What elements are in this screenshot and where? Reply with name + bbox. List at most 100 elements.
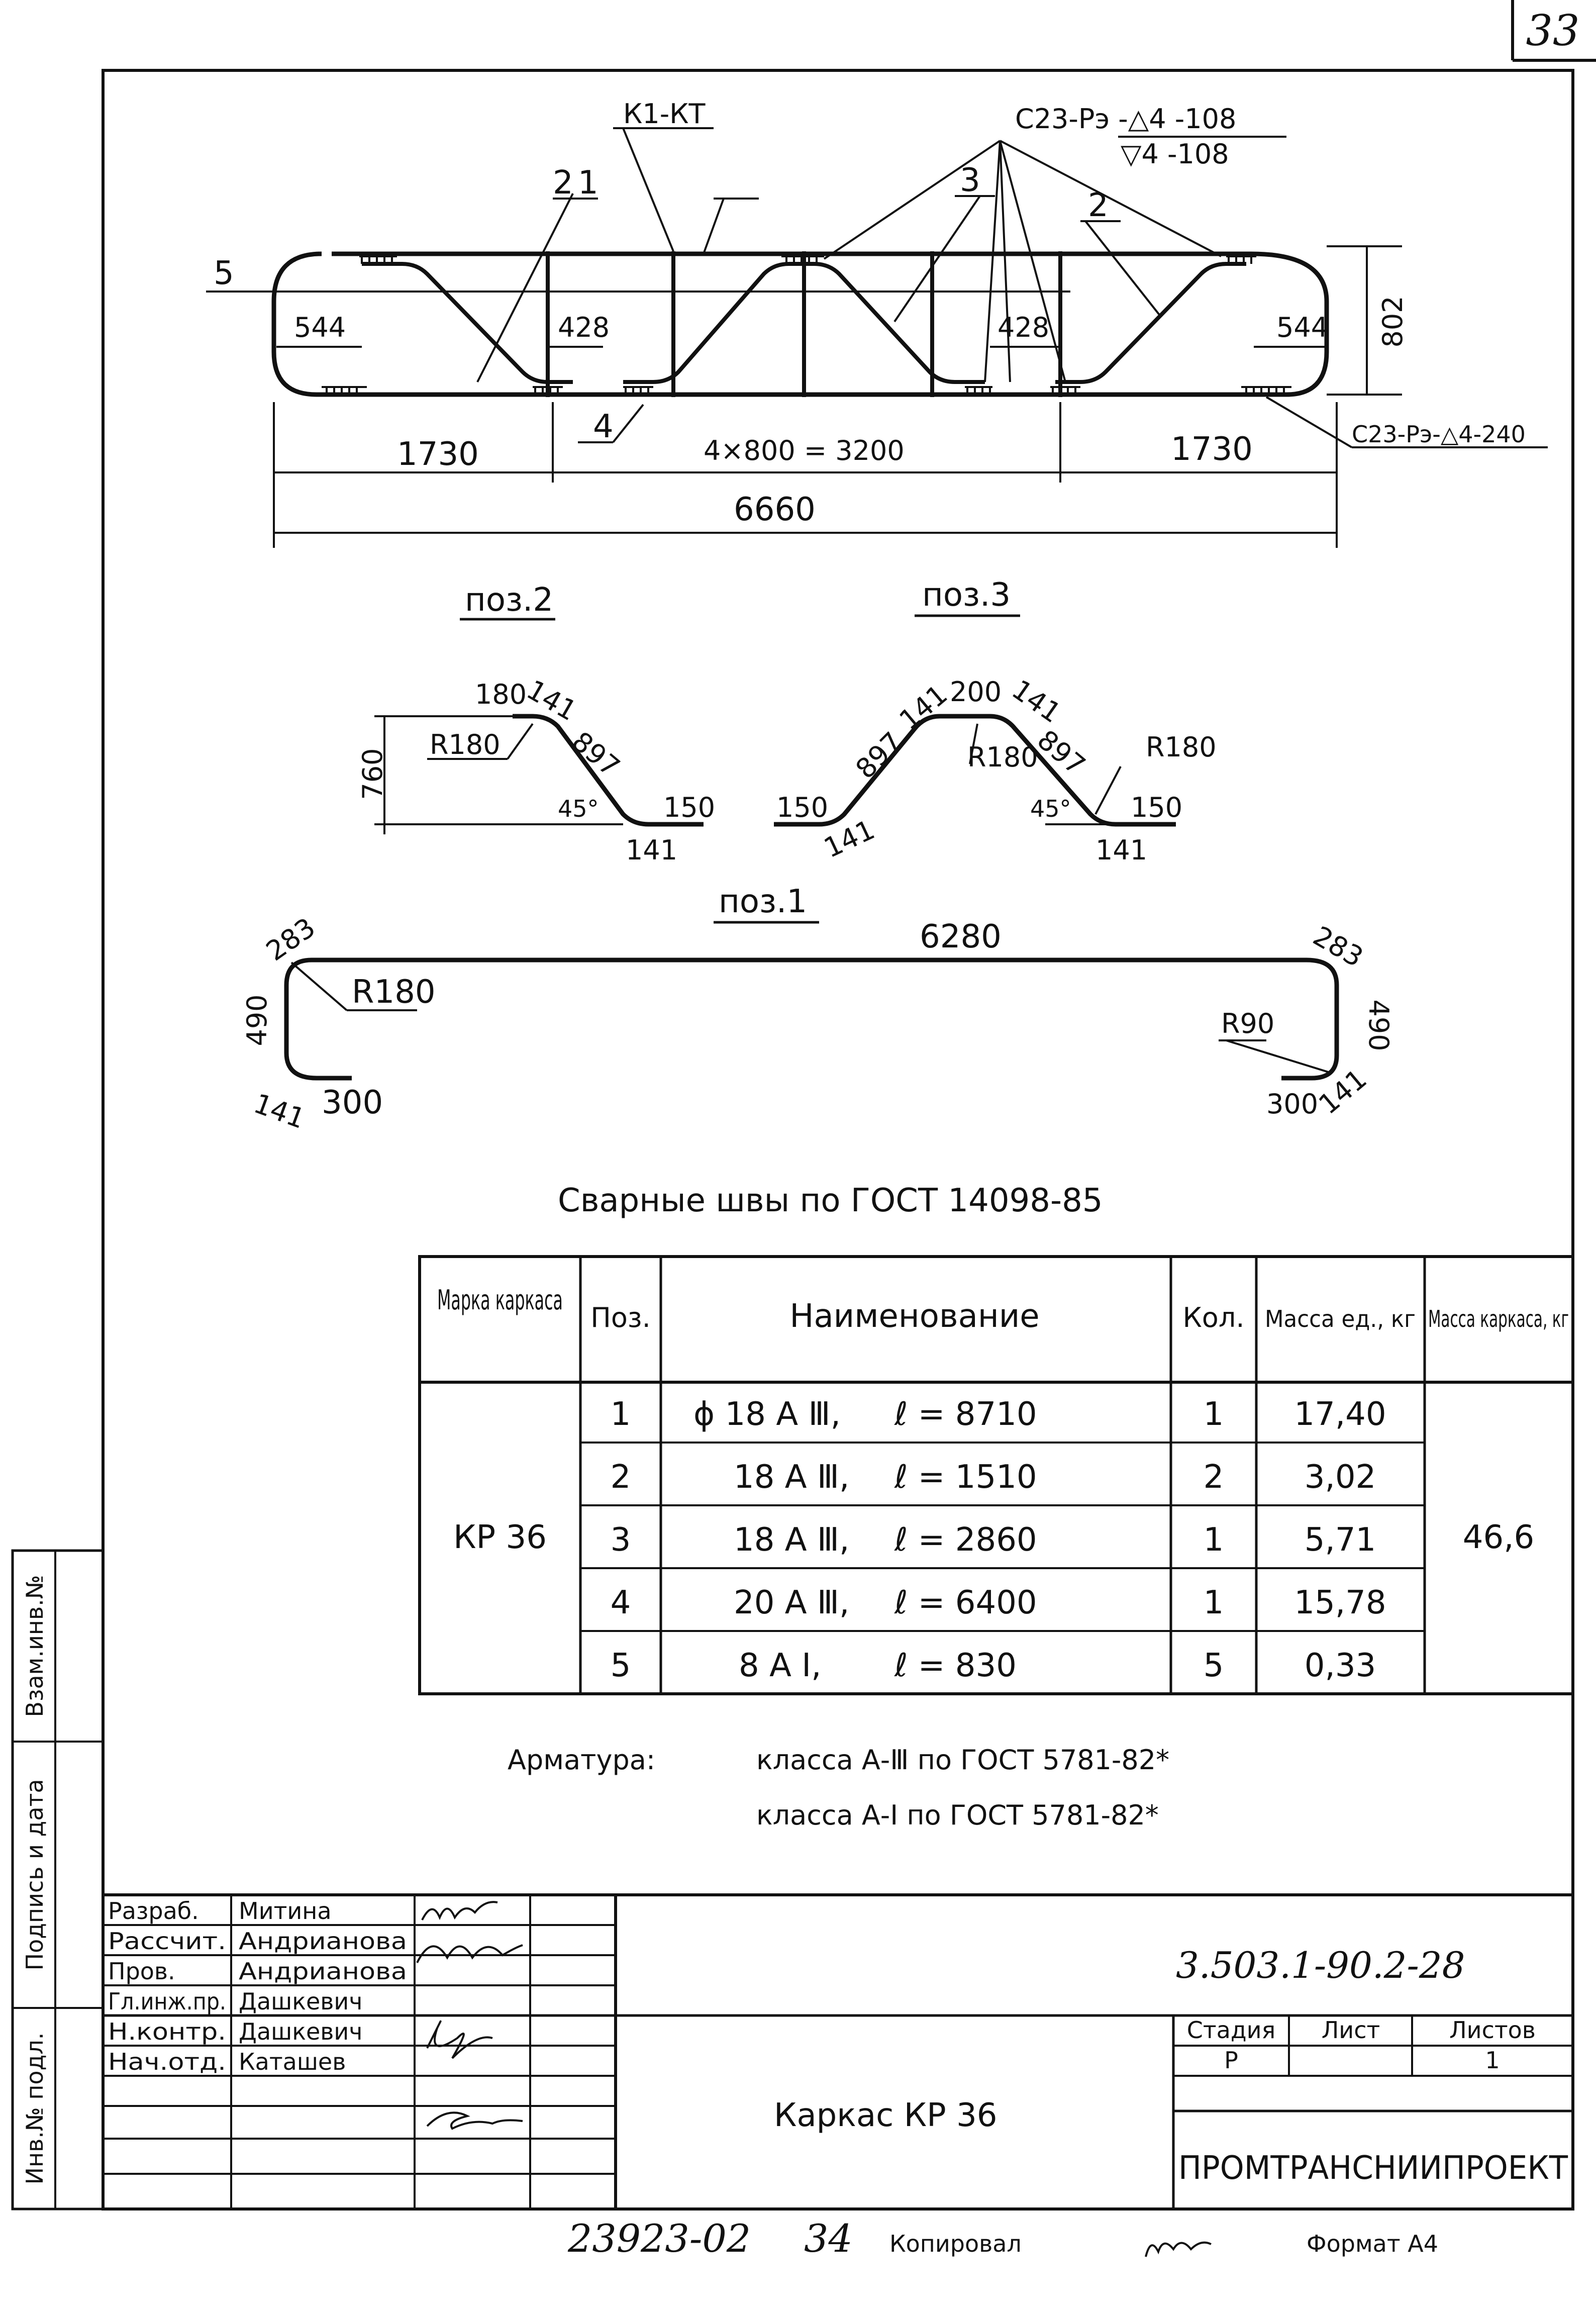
armature-label: Арматура: [508, 1744, 655, 1776]
footer-copied: Копировал [889, 2230, 1022, 2257]
pos3-title: поз.3 [922, 576, 1011, 614]
th-name: Наименование [789, 1298, 1039, 1335]
label-pos5: 5 [214, 255, 234, 292]
role-name: Каташев [239, 2048, 346, 2075]
role-name: Дашкевич [239, 1988, 363, 2015]
row-name: ϕ 18 А Ⅲ, [693, 1396, 841, 1433]
drawing-title: Каркас КР 36 [774, 2097, 997, 2134]
title-block-text: Разраб. Митина Рассчит. Андрианова Пров.… [108, 1897, 1568, 2187]
pos3-dim-141-right: 141 [1006, 674, 1067, 729]
signatures [416, 1901, 523, 2130]
armature-note: Арматура: класса А-Ⅲ по ГОСТ 5781-82* кл… [508, 1744, 1169, 1831]
row-length: ℓ = 1510 [894, 1459, 1037, 1496]
row-name: 18 А Ⅲ, [734, 1521, 849, 1559]
role-label: Разраб. [108, 1897, 199, 1925]
stamp-signature-date: Подпись и дата [21, 1779, 48, 1970]
row-length: ℓ = 6400 [894, 1584, 1037, 1621]
role-label: Пров. [108, 1958, 175, 1985]
pos1-dim-141-right: 141 [1313, 1063, 1372, 1121]
footer-inv: 23923-02 [567, 2216, 751, 2261]
label-k1: К1-КТ [623, 98, 706, 130]
sheets-header: Листов [1449, 2016, 1536, 2044]
sheets-value: 1 [1485, 2047, 1500, 2074]
doc-code: 3.503.1-90.2-28 [1176, 1944, 1465, 1986]
dim-428-left: 428 [558, 312, 610, 343]
row-length: ℓ = 2860 [894, 1521, 1037, 1559]
pos1-dim-490-left: 490 [241, 994, 273, 1046]
role-name: Андрианова [239, 1928, 407, 1955]
signature-1 [421, 1901, 498, 1920]
main-cage-drawing [206, 127, 1548, 548]
th-unit-mass: Масса ед., кг [1265, 1305, 1416, 1332]
pos3-dim-150-right: 150 [1131, 792, 1182, 823]
pos3-detail: поз.3 897 141 200 141 897 R180 R180 150 … [774, 576, 1217, 866]
pos2-detail: поз.2 180 141 897 R180 760 45° 150 141 [357, 582, 715, 866]
dim-428-right: 428 [997, 312, 1049, 343]
sheet-number: 33 [1526, 6, 1580, 55]
footer-num: 34 [804, 2216, 853, 2261]
row-pos: 1 [611, 1396, 631, 1433]
footer-format: Формат А4 [1307, 2230, 1438, 2257]
stamp-original-inv: Инв.№ подл. [21, 2033, 48, 2185]
signature-4 [426, 2111, 523, 2130]
pos3-dim-897-right: 897 [1031, 724, 1091, 782]
spec-table-text: Марка каркаса Поз. Наименование Кол. Мас… [437, 1284, 1569, 1684]
th-qty: Кол. [1182, 1302, 1244, 1333]
pos2-angle: 45° [558, 795, 599, 822]
row-name: 20 А Ⅲ, [734, 1584, 849, 1621]
dim-1730-right: 1730 [1171, 431, 1253, 468]
label-pos2-right: 2 [1088, 187, 1109, 224]
role-label: Н.контр. [108, 2018, 226, 2045]
pos2-r180: R180 [430, 729, 501, 760]
main-cage-labels: К1-КТ С23-Рэ -△4 -108 ▽4 -108 С23-Рэ-△4-… [214, 98, 1526, 528]
pos1-r180: R180 [352, 974, 436, 1011]
pos2-dim-897: 897 [566, 725, 626, 783]
pos3-angle: 45° [1030, 795, 1071, 822]
role-label: Рассчит. [108, 1928, 226, 1955]
pos3-dim-141-left: 141 [893, 679, 953, 736]
stage-value: Р [1224, 2047, 1238, 2074]
role-label: Нач.отд. [108, 2048, 226, 2075]
row-qty: 1 [1204, 1396, 1224, 1433]
label-pos1: 1 [578, 164, 598, 202]
dim-802: 802 [1377, 296, 1409, 347]
label-weld-top-1: С23-Рэ -△4 -108 [1015, 103, 1236, 135]
dim-544-right: 544 [1276, 312, 1328, 343]
row-name: 8 А Ⅰ, [739, 1647, 821, 1684]
sheet-header: Лист [1322, 2016, 1380, 2044]
pos1-dim-300-right: 300 [1266, 1088, 1318, 1120]
label-pos2-left: 2 [553, 164, 573, 202]
label-pos3: 3 [960, 162, 980, 199]
pos3-r180-b: R180 [1146, 731, 1217, 763]
pos1-title: поз.1 [719, 883, 807, 920]
organization: ПРОМТРАНСНИИПРОЕКТ [1178, 2150, 1568, 2187]
pos3-dim-150-left: 150 [776, 792, 828, 823]
frame [102, 69, 1574, 2211]
pos3-dim-897-left: 897 [850, 726, 909, 785]
dim-1730-left: 1730 [397, 436, 479, 473]
row-pos: 3 [611, 1521, 631, 1559]
stage-header: Стадия [1187, 2016, 1275, 2044]
pos3-dim-200: 200 [950, 676, 1002, 708]
left-stamp: Взам.инв.№ Подпись и дата Инв.№ подл. [11, 1549, 105, 2211]
row-mass: 17,40 [1294, 1396, 1386, 1433]
role-name: Дашкевич [239, 2018, 363, 2045]
dim-6660: 6660 [734, 491, 816, 528]
spec-table [418, 1255, 1574, 1695]
table-total-mass: 46,6 [1463, 1519, 1535, 1556]
role-name: Митина [239, 1897, 332, 1925]
table-mark: КР 36 [453, 1519, 547, 1556]
row-qty: 2 [1204, 1459, 1224, 1496]
copier-signature [1145, 2241, 1212, 2257]
th-pos: Поз. [590, 1302, 651, 1333]
row-pos: 4 [611, 1584, 631, 1621]
title-block-lines [103, 1893, 1573, 2209]
welds-note: Сварные швы по ГОСТ 14098-85 [558, 1182, 1103, 1219]
pos1-detail: поз.1 6280 283 R180 490 141 300 283 R90 … [241, 883, 1394, 1135]
pos1-dim-283-right: 283 [1308, 920, 1369, 973]
dim-3200: 4×800 = 3200 [704, 435, 905, 466]
label-pos4: 4 [593, 408, 614, 445]
row-pos: 2 [611, 1459, 631, 1496]
pos2-dim-180: 180 [475, 679, 527, 710]
th-total-mass: Масса каркаса, кг [1428, 1305, 1569, 1332]
